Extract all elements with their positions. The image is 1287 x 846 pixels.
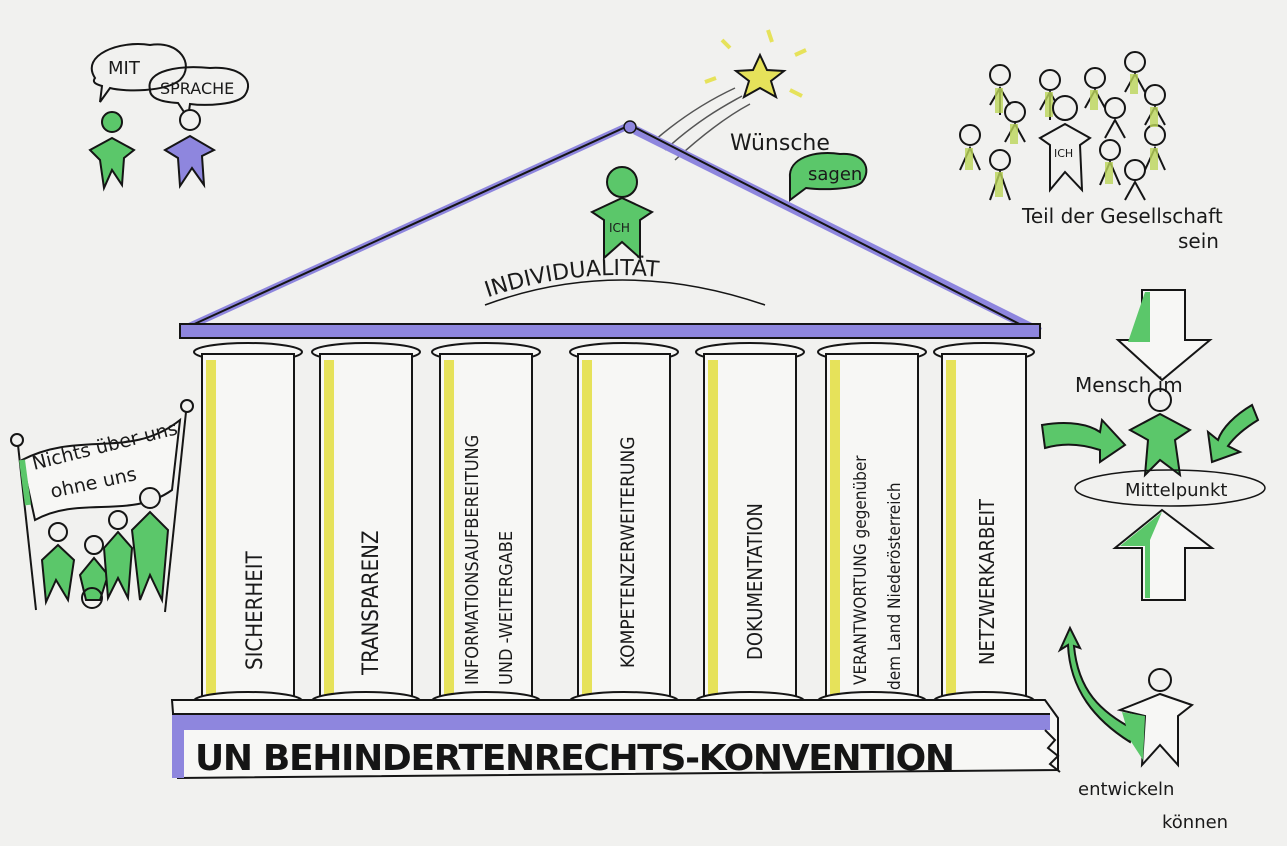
arrow-upward-curve-icon [1057,625,1137,744]
sagen-bubble [788,152,868,202]
center-text-line2: Mittelpunkt [1125,480,1227,501]
column-3-text-line2: UND -WEITERGABE [496,531,517,685]
crowd-green-fill [965,74,1158,197]
mit-bubble [90,43,187,103]
develop-text-line1: entwickeln [1078,779,1174,800]
column-3-text-line1: INFORMATIONSAUFBEREITUNG [462,435,483,685]
center-group: Mensch im Mittelpunkt [1040,289,1266,601]
column-netzwerkarbeit: NETZWERKARBEIT [933,342,1035,711]
temple-base: UN BEHINDERTENRECHTS-KONVENTION [170,699,1059,780]
speaker-green-figure [88,111,136,192]
column-5-text: DOKUMENTATION [743,503,767,660]
roof-ich-text: ICH [609,221,630,235]
column-kompetenzerweiterung: KOMPETENZERWEITERUNG [569,342,679,711]
sprache-bubble [148,66,250,121]
arrow-right-in-icon [1206,403,1260,464]
center-text-line1: Mensch im [1075,373,1183,397]
column-4-text: KOMPETENZERWEITERUNG [617,436,639,668]
sagen-text: sagen [808,164,862,185]
crowd-label-line1: Teil der Gesellschaft [1021,204,1223,228]
base-text: UN BEHINDERTENRECHTS-KONVENTION [195,738,955,779]
banner-people [40,487,170,609]
column-1-text: SICHERHEIT [243,550,268,670]
develop-text-line2: können [1162,812,1228,833]
speaker-violet-figure [163,109,217,189]
column-sicherheit: SICHERHEIT [193,342,303,711]
crowd-ich-figure: ICH [1038,95,1092,193]
column-verantwortung: VERANTWORTUNG gegenüber dem Land Niederö… [817,342,927,711]
arrow-left-in-icon [1040,417,1127,464]
arrow-up-icon [1112,508,1215,601]
roof-ich-figure: ICH [589,166,655,261]
wuensche-text: Wünsche [730,131,830,156]
crowd-label-line2: sein [1178,229,1219,253]
sprache-text: SPRACHE [160,79,234,98]
mit-text: MIT [108,58,141,79]
column-6-text-line2: dem Land Niederösterreich [885,482,905,690]
architrave [179,323,1041,339]
column-dokumentation: DOKUMENTATION [695,342,805,711]
star-icon [733,52,787,100]
crowd-ich-text: ICH [1054,147,1073,160]
develop-group: entwickeln können [1044,625,1228,833]
temple: INDIVIDUALITÄT ICH SICHERHEIT [170,120,1059,780]
pediment-textpath: INDIVIDUALITÄT [482,255,661,303]
column-7-text: NETZWERKARBEIT [975,498,999,665]
wish-group: Wünsche sagen [654,29,868,202]
crowd-group: ICH Teil der Gesellschaft sein [959,51,1223,253]
column-informationsaufbereitung: INFORMATIONSAUFBEREITUNG UND -WEITERGABE [431,342,541,711]
column-transparenz: TRANSPARENZ [311,342,421,711]
column-2-text: TRANSPARENZ [359,530,384,676]
pediment-text: INDIVIDUALITÄT [482,255,661,303]
column-6-text-line1: VERANTWORTUNG gegenüber [851,455,871,685]
banner-group: Nichts über uns ohne uns [10,399,194,613]
speech-group: MIT SPRACHE [88,43,250,192]
columns: SICHERHEIT TRANSPARENZ INFORMATIONSAUFBE… [193,342,1035,711]
